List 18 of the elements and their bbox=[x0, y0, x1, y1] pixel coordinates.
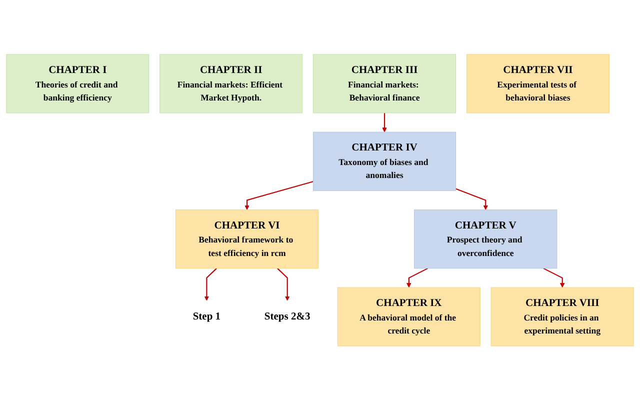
arrow bbox=[277, 268, 290, 301]
node-box: CHAPTER VI Behavioral framework to test efficiency in rcm bbox=[176, 209, 319, 268]
arrow bbox=[204, 268, 218, 301]
arrow bbox=[456, 188, 488, 210]
node-box: CHAPTER III Financial markets: Behavioral finance bbox=[313, 54, 456, 113]
node-box: CHAPTER IX A behavioral model of the credit cycle bbox=[337, 287, 480, 346]
arrow bbox=[543, 268, 565, 288]
node-text: Step 1 bbox=[192, 310, 221, 322]
node-box: CHAPTER I Theories of credit and banking efficiency bbox=[6, 54, 150, 113]
node-box: CHAPTER VII Experimental tests of behavioral biases bbox=[466, 54, 610, 113]
arrow bbox=[244, 180, 314, 210]
node-text: Steps 2&3 bbox=[264, 310, 310, 322]
node-box: CHAPTER II Financial markets: Efficient Market Hypoth. bbox=[160, 54, 303, 113]
node-box: CHAPTER V Prospect theory and overconfidence bbox=[414, 209, 558, 268]
arrow bbox=[382, 112, 387, 132]
node-box: CHAPTER VIII Credit policies in an experimental setting bbox=[490, 287, 634, 346]
node-box: CHAPTER IV Taxonomy of biases and anomalies bbox=[313, 132, 456, 191]
arrow bbox=[406, 268, 428, 288]
